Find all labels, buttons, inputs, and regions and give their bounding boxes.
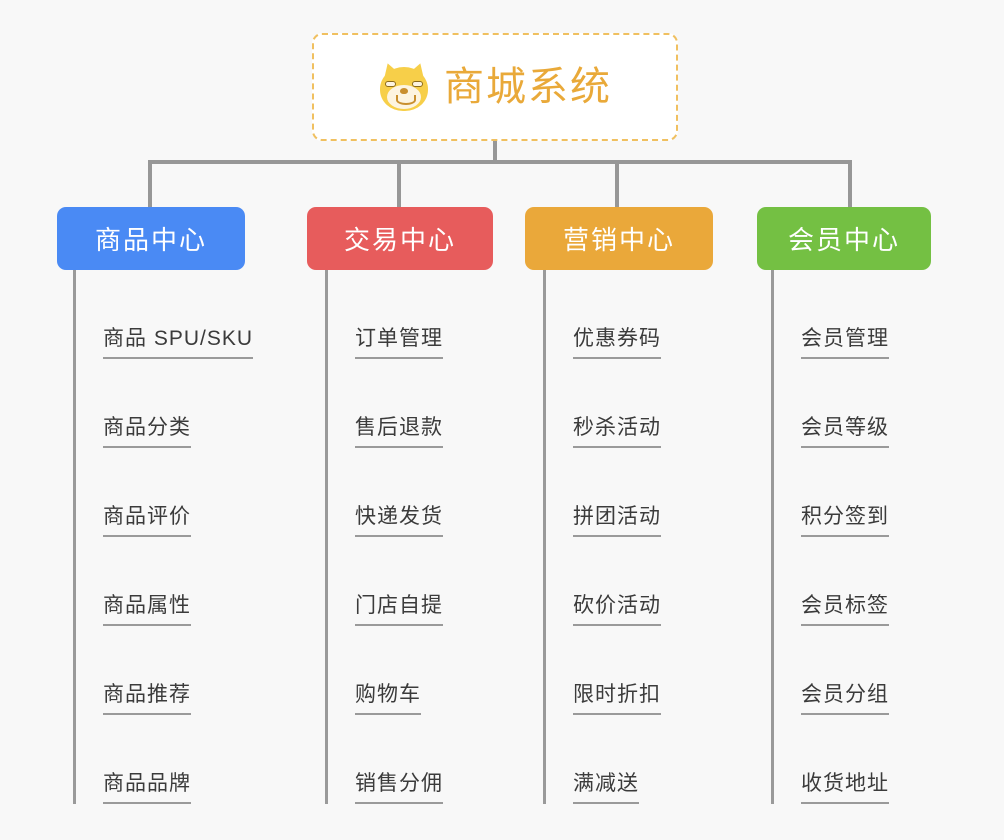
- branch-items-3: 优惠券码 秒杀活动 拼团活动 砍价活动 限时折扣 满减送: [525, 270, 755, 804]
- branch-column-1: 商品中心 商品 SPU/SKU 商品分类 商品评价 商品属性 商品推荐 商品品牌: [57, 207, 287, 804]
- list-item-label: 商品 SPU/SKU: [103, 327, 254, 359]
- list-item-label: 会员管理: [801, 327, 889, 359]
- list-item-label: 商品评价: [103, 505, 191, 537]
- list-item-label: 门店自提: [355, 594, 443, 626]
- branch-items-4: 会员管理 会员等级 积分签到 会员标签 会员分组 收货地址: [757, 270, 987, 804]
- list-item[interactable]: 商品评价: [57, 448, 287, 537]
- branch-header-3-label: 营销中心: [562, 225, 675, 255]
- list-item[interactable]: 门店自提: [307, 537, 537, 626]
- list-item-label: 优惠券码: [573, 327, 661, 359]
- list-item[interactable]: 会员分组: [757, 626, 987, 715]
- list-item-label: 售后退款: [355, 416, 443, 448]
- branch-column-4: 会员中心 会员管理 会员等级 积分签到 会员标签 会员分组 收货地址: [757, 207, 987, 804]
- list-item[interactable]: 会员管理: [757, 270, 987, 359]
- connector-drop-4: [848, 160, 852, 207]
- list-item-label: 会员等级: [801, 416, 889, 448]
- branch-items-2: 订单管理 售后退款 快递发货 门店自提 购物车 销售分佣: [307, 270, 537, 804]
- list-item-label: 会员标签: [801, 594, 889, 626]
- list-item[interactable]: 商品属性: [57, 537, 287, 626]
- list-item-label: 秒杀活动: [573, 416, 661, 448]
- list-item-label: 订单管理: [355, 327, 443, 359]
- branch-header-3[interactable]: 营销中心: [525, 207, 713, 270]
- list-item[interactable]: 满减送: [525, 715, 755, 804]
- root-node[interactable]: 商城系统: [312, 33, 678, 141]
- connector-horizontal-bus: [148, 160, 852, 164]
- list-item[interactable]: 收货地址: [757, 715, 987, 804]
- branch-spine-2: [325, 270, 328, 804]
- list-item[interactable]: 快递发货: [307, 448, 537, 537]
- branch-header-2[interactable]: 交易中心: [307, 207, 493, 270]
- branch-header-4[interactable]: 会员中心: [757, 207, 931, 270]
- list-item[interactable]: 拼团活动: [525, 448, 755, 537]
- list-item[interactable]: 优惠券码: [525, 270, 755, 359]
- list-item[interactable]: 会员等级: [757, 359, 987, 448]
- list-item-label: 商品推荐: [103, 683, 191, 715]
- list-item[interactable]: 砍价活动: [525, 537, 755, 626]
- list-item[interactable]: 限时折扣: [525, 626, 755, 715]
- branch-header-1-label: 商品中心: [94, 225, 207, 255]
- connector-drop-2: [397, 160, 401, 207]
- branch-spine-4: [771, 270, 774, 804]
- branch-items-1: 商品 SPU/SKU 商品分类 商品评价 商品属性 商品推荐 商品品牌: [57, 270, 287, 804]
- list-item-label: 购物车: [355, 683, 421, 715]
- list-item-label: 拼团活动: [573, 505, 661, 537]
- list-item-label: 限时折扣: [573, 683, 661, 715]
- list-item-label: 快递发货: [355, 505, 443, 537]
- list-item[interactable]: 商品 SPU/SKU: [57, 270, 287, 359]
- branch-spine-1: [73, 270, 76, 804]
- branch-column-2: 交易中心 订单管理 售后退款 快递发货 门店自提 购物车 销售分佣: [307, 207, 537, 804]
- list-item[interactable]: 商品推荐: [57, 626, 287, 715]
- list-item[interactable]: 订单管理: [307, 270, 537, 359]
- list-item-label: 商品属性: [103, 594, 191, 626]
- list-item-label: 满减送: [573, 772, 639, 804]
- branch-spine-3: [543, 270, 546, 804]
- list-item-label: 会员分组: [801, 683, 889, 715]
- list-item[interactable]: 售后退款: [307, 359, 537, 448]
- list-item[interactable]: 积分签到: [757, 448, 987, 537]
- branch-header-2-label: 交易中心: [343, 225, 456, 255]
- list-item[interactable]: 商品品牌: [57, 715, 287, 804]
- list-item[interactable]: 会员标签: [757, 537, 987, 626]
- branch-header-4-label: 会员中心: [787, 225, 900, 255]
- list-item-label: 销售分佣: [355, 772, 443, 804]
- list-item-label: 砍价活动: [573, 594, 661, 626]
- connector-root-stem: [493, 141, 497, 163]
- list-item-label: 收货地址: [801, 772, 889, 804]
- list-item[interactable]: 销售分佣: [307, 715, 537, 804]
- branch-column-3: 营销中心 优惠券码 秒杀活动 拼团活动 砍价活动 限时折扣 满减送: [525, 207, 755, 804]
- list-item-label: 积分签到: [801, 505, 889, 537]
- list-item[interactable]: 购物车: [307, 626, 537, 715]
- connector-drop-1: [148, 160, 152, 207]
- list-item[interactable]: 商品分类: [57, 359, 287, 448]
- list-item[interactable]: 秒杀活动: [525, 359, 755, 448]
- root-title: 商城系统: [444, 65, 612, 109]
- shiba-dog-face-icon: [378, 60, 430, 113]
- connector-drop-3: [615, 160, 619, 207]
- list-item-label: 商品品牌: [103, 772, 191, 804]
- list-item-label: 商品分类: [103, 416, 191, 448]
- branch-header-1[interactable]: 商品中心: [57, 207, 245, 270]
